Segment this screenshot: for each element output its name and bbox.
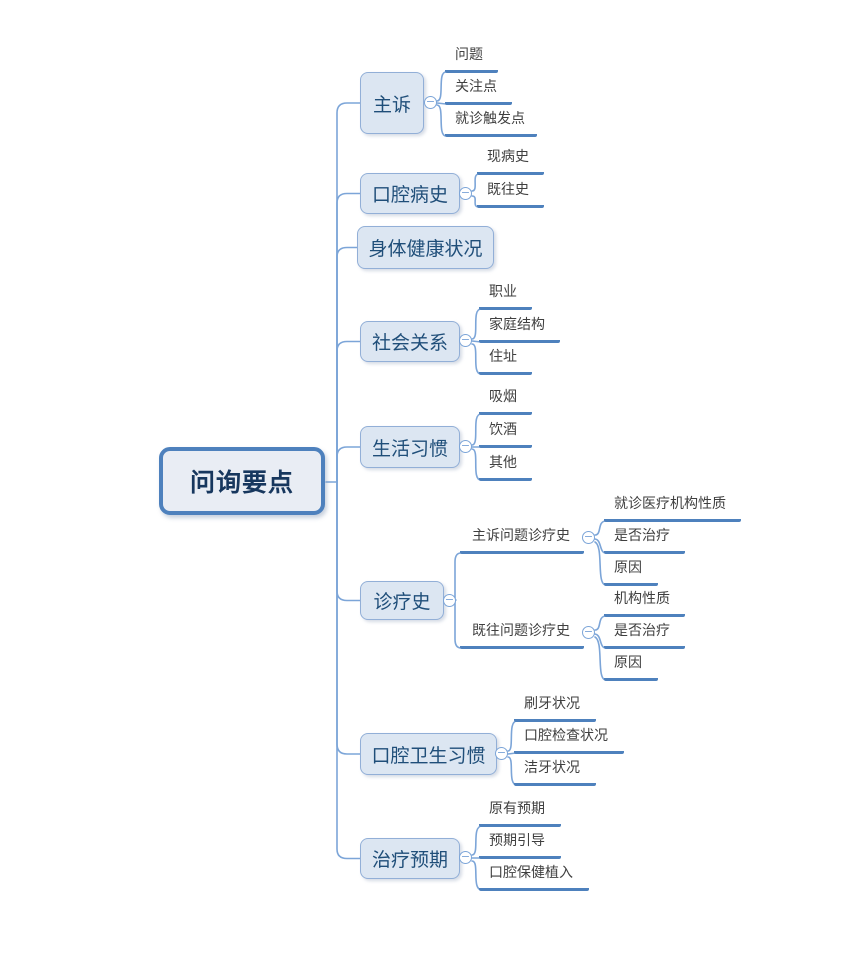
leaf-family-structure[interactable]: 家庭结构: [479, 315, 560, 343]
collapse-icon[interactable]: −: [582, 625, 595, 639]
leaf-smoking[interactable]: 吸烟: [479, 387, 532, 415]
collapse-icon[interactable]: −: [459, 850, 472, 864]
branch-living-habits[interactable]: 生活习惯: [360, 426, 460, 468]
leaf-occupation[interactable]: 职业: [479, 282, 532, 310]
branch-oral-hygiene-habits[interactable]: 口腔卫生习惯: [360, 733, 497, 775]
branch-treatment-expectation[interactable]: 治疗预期: [360, 838, 460, 879]
branch-physical-health[interactable]: 身体健康状况: [357, 226, 494, 269]
collapse-icon[interactable]: −: [459, 186, 472, 200]
leaf-institution-type[interactable]: 机构性质: [604, 589, 685, 617]
trunk-connectors: [325, 102, 361, 860]
leaf-oral-exam-status[interactable]: 口腔检查状况: [514, 726, 624, 754]
branch-treatment-history[interactable]: 诊疗史: [360, 581, 444, 620]
leaf-treated-or-not[interactable]: 是否治疗: [604, 621, 685, 649]
root-topic[interactable]: 问询要点: [159, 447, 325, 515]
collapse-icon[interactable]: −: [582, 530, 595, 544]
leaf-address[interactable]: 住址: [479, 347, 532, 375]
leaf-problem[interactable]: 问题: [445, 45, 498, 73]
leaf-drinking[interactable]: 饮酒: [479, 420, 532, 448]
leaf-past-history[interactable]: 既往史: [477, 180, 544, 208]
leaf-reason[interactable]: 原因: [604, 653, 658, 681]
leaf-treated-or-not[interactable]: 是否治疗: [604, 526, 685, 554]
collapse-icon[interactable]: −: [459, 333, 472, 347]
leaf-reason[interactable]: 原因: [604, 558, 658, 586]
subtopic-past-problem-treatment-history[interactable]: 既往问题诊疗史: [460, 621, 584, 649]
subtopic-chief-complaint-treatment-history[interactable]: 主诉问题诊疗史: [460, 526, 584, 554]
leaf-expectation-guidance[interactable]: 预期引导: [479, 831, 561, 859]
leaf-concern[interactable]: 关注点: [445, 77, 512, 105]
leaf-visit-trigger[interactable]: 就诊触发点: [445, 109, 537, 137]
branch-social-relations[interactable]: 社会关系: [360, 321, 460, 362]
leaf-teeth-cleaning-status[interactable]: 洁牙状况: [514, 758, 596, 786]
leaf-oral-health-implant[interactable]: 口腔保健植入: [479, 863, 589, 891]
leaf-brushing-status[interactable]: 刷牙状况: [514, 694, 596, 722]
leaf-other-habit[interactable]: 其他: [479, 453, 532, 481]
collapse-icon[interactable]: −: [424, 95, 437, 109]
leaf-present-illness[interactable]: 现病史: [477, 147, 544, 175]
branch-oral-history[interactable]: 口腔病史: [360, 173, 460, 214]
leaf-visited-institution-type[interactable]: 就诊医疗机构性质: [604, 494, 741, 522]
collapse-icon[interactable]: −: [443, 593, 456, 607]
collapse-icon[interactable]: −: [495, 746, 508, 760]
leaf-original-expectation[interactable]: 原有预期: [479, 799, 561, 827]
branch-chief-complaint[interactable]: 主诉: [360, 72, 424, 134]
collapse-icon[interactable]: −: [459, 439, 472, 453]
